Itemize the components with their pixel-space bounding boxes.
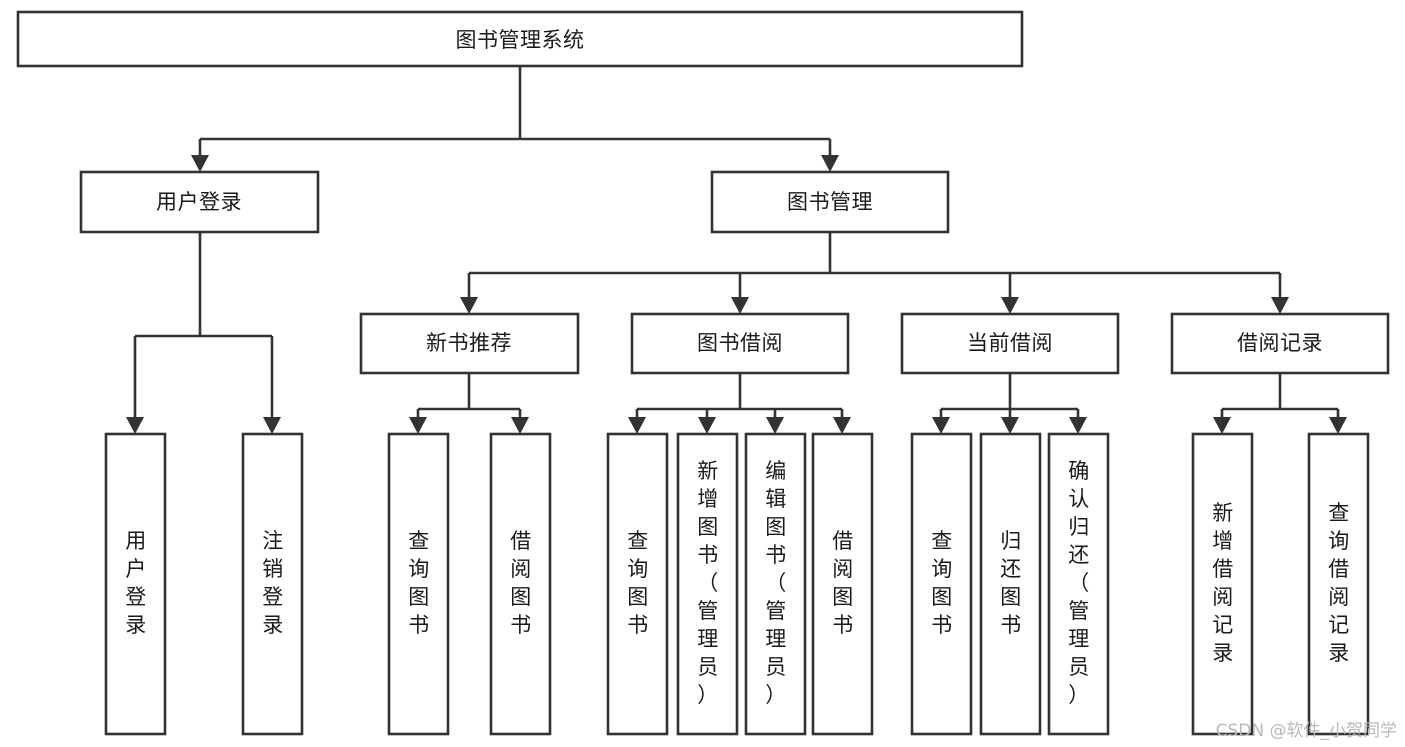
node-root[interactable]: 图书管理系统 bbox=[16, 10, 1024, 68]
node-borrow-record[interactable]: 借阅记录 bbox=[1170, 312, 1390, 375]
leaf-borrow-record-0[interactable]: 新增借阅记录 bbox=[1191, 432, 1254, 736]
node-root-label: 图书管理系统 bbox=[456, 28, 585, 52]
leaf-book-borrow-1-label: 新增图书（管理员） bbox=[697, 459, 719, 707]
arrow-borrow-leaf-2 bbox=[766, 417, 784, 434]
leaf-current-borrow-0-label: 查询图书 bbox=[931, 529, 953, 637]
arrow-recommend-leaf-1 bbox=[511, 417, 529, 434]
node-user-login[interactable]: 用户登录 bbox=[79, 170, 320, 234]
leaf-current-borrow-0[interactable]: 查询图书 bbox=[910, 432, 973, 736]
leaf-borrow-record-0-box[interactable] bbox=[1191, 432, 1254, 736]
leaf-current-borrow-2[interactable]: 确认归还（管理员） bbox=[1047, 432, 1110, 736]
arrow-borrow-leaf-1 bbox=[698, 417, 716, 434]
leaf-recommend-0-label: 查询图书 bbox=[408, 529, 430, 637]
leaf-book-borrow-2-box[interactable] bbox=[744, 432, 807, 736]
leaf-borrow-record-1-label: 查询借阅记录 bbox=[1328, 501, 1350, 665]
leaf-user-login-0-label: 用户登录 bbox=[125, 529, 147, 637]
node-borrow-record-label: 借阅记录 bbox=[1237, 331, 1323, 355]
arrow-book-mgmt-to-record bbox=[1271, 297, 1289, 314]
arrow-borrow-leaf-3 bbox=[833, 417, 851, 434]
node-new-book-recommend-box[interactable] bbox=[359, 312, 580, 375]
arrow-borrow-leaf-0 bbox=[628, 417, 646, 434]
node-new-book-recommend[interactable]: 新书推荐 bbox=[359, 312, 580, 375]
leaf-current-borrow-0-box[interactable] bbox=[910, 432, 973, 736]
leaf-recommend-0-box[interactable] bbox=[387, 432, 450, 736]
leaf-recommend-0[interactable]: 查询图书 bbox=[387, 432, 450, 736]
arrow-recommend-leaf-0 bbox=[409, 417, 427, 434]
arrow-book-mgmt-to-current bbox=[1001, 297, 1019, 314]
leaf-book-borrow-0[interactable]: 查询图书 bbox=[606, 432, 669, 736]
leaf-book-borrow-1[interactable]: 新增图书（管理员） bbox=[676, 432, 739, 736]
leaf-recommend-1[interactable]: 借阅图书 bbox=[489, 432, 552, 736]
leaf-current-borrow-1-box[interactable] bbox=[979, 432, 1042, 736]
arrow-user-login-leaf-1 bbox=[263, 417, 281, 434]
node-user-login-label: 用户登录 bbox=[156, 190, 242, 214]
connector-layer bbox=[126, 66, 1347, 434]
node-book-management[interactable]: 图书管理 bbox=[710, 170, 950, 234]
arrow-current-leaf-2 bbox=[1069, 417, 1087, 434]
node-borrow-record-box[interactable] bbox=[1170, 312, 1390, 375]
leaf-user-login-1-label: 注销登录 bbox=[262, 529, 284, 637]
leaf-book-borrow-3-box[interactable] bbox=[811, 432, 874, 736]
leaf-book-borrow-0-box[interactable] bbox=[606, 432, 669, 736]
arrow-root-to-book-mgmt bbox=[821, 155, 839, 172]
leaf-current-borrow-1-label: 归还图书 bbox=[1000, 529, 1022, 637]
node-current-borrow[interactable]: 当前借阅 bbox=[900, 312, 1120, 375]
leaf-current-borrow-2-box[interactable] bbox=[1047, 432, 1110, 736]
leaf-user-login-1[interactable]: 注销登录 bbox=[241, 432, 304, 736]
leaf-borrow-record-0-label: 新增借阅记录 bbox=[1212, 501, 1234, 665]
leaf-borrow-record-1[interactable]: 查询借阅记录 bbox=[1307, 432, 1370, 736]
arrow-current-leaf-0 bbox=[932, 417, 950, 434]
leaf-current-borrow-2-label: 确认归还（管理员） bbox=[1068, 459, 1090, 707]
leaf-user-login-0-box[interactable] bbox=[104, 432, 167, 736]
node-current-borrow-box[interactable] bbox=[900, 312, 1120, 375]
leaf-user-login-1-box[interactable] bbox=[241, 432, 304, 736]
node-book-borrow[interactable]: 图书借阅 bbox=[630, 312, 850, 375]
node-new-book-recommend-label: 新书推荐 bbox=[426, 331, 512, 355]
arrow-record-leaf-0 bbox=[1213, 417, 1231, 434]
node-book-borrow-box[interactable] bbox=[630, 312, 850, 375]
leaf-book-borrow-2-label: 编辑图书（管理员） bbox=[765, 459, 787, 707]
node-book-management-label: 图书管理 bbox=[787, 190, 873, 214]
leaf-book-borrow-3[interactable]: 借阅图书 bbox=[811, 432, 874, 736]
leaf-current-borrow-1[interactable]: 归还图书 bbox=[979, 432, 1042, 736]
leaf-book-borrow-3-label: 借阅图书 bbox=[832, 529, 854, 637]
arrow-record-leaf-1 bbox=[1329, 417, 1347, 434]
leaf-book-borrow-0-label: 查询图书 bbox=[627, 529, 649, 637]
leaf-book-borrow-1-box[interactable] bbox=[676, 432, 739, 736]
node-root-box[interactable] bbox=[16, 10, 1024, 68]
leaf-recommend-1-box[interactable] bbox=[489, 432, 552, 736]
leaf-user-login-0[interactable]: 用户登录 bbox=[104, 432, 167, 736]
arrow-book-mgmt-to-borrow bbox=[731, 297, 749, 314]
arrow-book-mgmt-to-recommend bbox=[460, 297, 478, 314]
leaf-recommend-1-label: 借阅图书 bbox=[510, 529, 532, 637]
node-current-borrow-label: 当前借阅 bbox=[967, 331, 1053, 355]
arrow-user-login-leaf-0 bbox=[126, 417, 144, 434]
node-book-borrow-label: 图书借阅 bbox=[697, 331, 783, 355]
arrow-current-leaf-1 bbox=[1001, 417, 1019, 434]
arrow-root-to-user-login bbox=[191, 155, 209, 172]
leaf-book-borrow-2[interactable]: 编辑图书（管理员） bbox=[744, 432, 807, 736]
node-user-login-box[interactable] bbox=[79, 170, 320, 234]
leaf-borrow-record-1-box[interactable] bbox=[1307, 432, 1370, 736]
node-book-management-box[interactable] bbox=[710, 170, 950, 234]
